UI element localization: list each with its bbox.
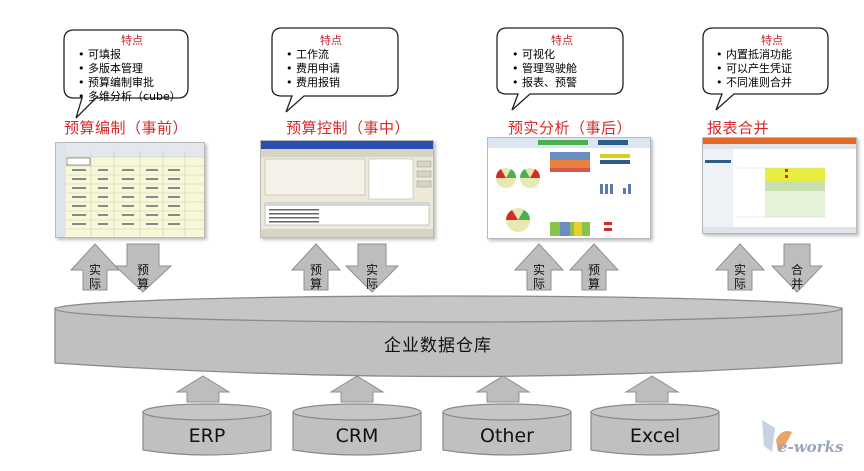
- eworks-logo-icon: [762, 420, 792, 452]
- feature-item: 可填报: [78, 48, 186, 62]
- feature-item: 内置抵消功能: [716, 48, 828, 62]
- feature-item: 可视化: [512, 48, 622, 62]
- module-title-budget-control: 预算控制（事中）: [286, 119, 411, 137]
- feature-item: 可以产生凭证: [716, 62, 828, 76]
- module-title-variance-analysis: 预实分析（事后）: [508, 119, 633, 137]
- arrow-label-budget: 预算: [309, 263, 322, 291]
- source-label-erp: ERP: [188, 425, 226, 447]
- module-title-report-consolidation: 报表合并: [707, 119, 770, 137]
- arrow-label-actual: 实际: [733, 263, 746, 291]
- report-thumbnail: [703, 138, 856, 233]
- arrow-down-icon: [770, 243, 824, 293]
- source-label-excel: Excel: [629, 425, 681, 447]
- module-title-budget-planning: 预算编制（事前）: [64, 119, 189, 137]
- arrow-up-icon: [513, 243, 565, 291]
- source-label-crm: CRM: [335, 425, 379, 447]
- arrow-up-icon: [624, 375, 680, 403]
- feature-list-budget-control: 特点 工作流 费用申请 费用报销: [286, 34, 396, 90]
- features-title: 特点: [761, 34, 783, 47]
- source-db-excel: [590, 403, 720, 456]
- feature-item: 多版本管理: [78, 62, 186, 76]
- feature-item: 报表、预警: [512, 76, 622, 90]
- arrow-label-consolidate: 合并: [790, 263, 803, 291]
- feature-item: 工作流: [286, 48, 396, 62]
- features-title: 特点: [121, 34, 143, 47]
- arrow-label-budget: 预算: [136, 263, 149, 291]
- arrow-up-icon: [329, 375, 385, 403]
- source-db-crm: [292, 403, 422, 456]
- feature-list-variance-analysis: 特点 可视化 管理驾驶舱 报表、预警: [512, 34, 622, 90]
- dashboard-thumbnail: [488, 138, 650, 236]
- feature-item: 多维分析（cube）: [78, 90, 186, 104]
- feature-item: 不同准则合并: [716, 76, 828, 90]
- arrow-label-budget: 预算: [587, 263, 600, 291]
- arrow-down-icon: [344, 243, 400, 293]
- source-label-other: Other: [480, 425, 534, 447]
- arrow-label-actual: 实际: [88, 263, 101, 291]
- arrow-up-icon: [568, 243, 620, 291]
- arrow-up-icon: [475, 375, 531, 403]
- data-warehouse-cylinder: [54, 295, 843, 378]
- feature-item: 预算编制审批: [78, 76, 186, 90]
- arrow-up-icon: [69, 243, 121, 291]
- arrow-down-icon: [113, 243, 173, 293]
- form-window-thumbnail: [261, 141, 433, 237]
- arrow-up-icon: [714, 243, 766, 291]
- feature-item: 管理驾驶舱: [512, 62, 622, 76]
- arrow-label-actual: 实际: [532, 263, 545, 291]
- eworks-watermark: e-works: [778, 438, 844, 456]
- arrow-up-icon: [175, 375, 231, 403]
- feature-list-report-consolidation: 特点 内置抵消功能 可以产生凭证 不同准则合并: [716, 34, 828, 90]
- arrow-label-actual: 实际: [365, 263, 378, 291]
- screenshot-budget-control: [260, 140, 434, 238]
- features-title: 特点: [551, 34, 573, 47]
- feature-list-budget-planning: 特点 可填报 多版本管理 预算编制审批 多维分析（cube）: [78, 34, 186, 104]
- source-db-other: [442, 403, 572, 456]
- features-title: 特点: [320, 34, 342, 47]
- screenshot-budget-planning: [55, 142, 205, 238]
- data-warehouse-label: 企业数据仓库: [384, 336, 492, 356]
- screenshot-report-consolidation: [702, 137, 857, 234]
- screenshot-variance-analysis: [487, 137, 651, 239]
- feature-item: 费用报销: [286, 76, 396, 90]
- spreadsheet-thumbnail: [56, 143, 204, 237]
- arrow-up-icon: [290, 243, 342, 291]
- source-db-erp: [142, 403, 272, 456]
- feature-item: 费用申请: [286, 62, 396, 76]
